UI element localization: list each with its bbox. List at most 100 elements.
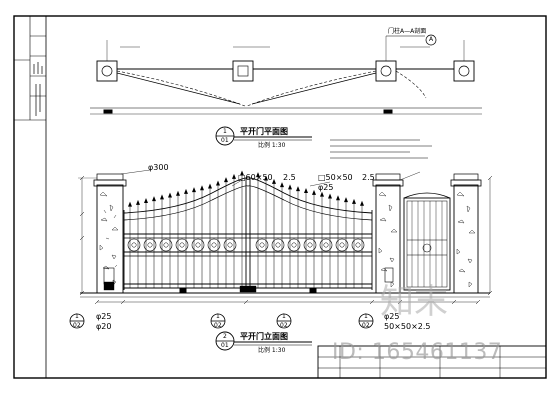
ornament-ring-inner	[163, 242, 169, 248]
callout-mid-a-sheet: 02	[214, 322, 222, 329]
dim-bottom-right-b: 50×50×2.5	[384, 322, 431, 331]
ornament-ring	[223, 238, 237, 252]
title-strip-cells	[14, 35, 46, 97]
callout-left-num: 1	[75, 313, 79, 320]
elevation-title: 平开门立面图	[240, 332, 288, 341]
ornament-ring-inner	[275, 242, 281, 248]
ornament-ring-inner	[355, 242, 361, 248]
picket-spear-tip	[360, 200, 364, 206]
ornament-ring-inner	[323, 242, 329, 248]
pedestrian-gate	[403, 192, 451, 291]
picket-spear-tip	[152, 196, 156, 202]
ornament-ring	[303, 238, 317, 252]
watermark-id: ID: 165461137	[332, 340, 503, 365]
picket-spear-tip	[288, 184, 292, 190]
plan-view	[90, 34, 482, 115]
picket-spear-tip	[200, 185, 204, 191]
picket-spear-tip	[184, 188, 188, 194]
elevation-view	[78, 169, 493, 305]
picket-spear-tip	[232, 173, 236, 179]
callout-mid-a-num: 1	[216, 313, 220, 320]
ornament-ring	[159, 238, 173, 252]
callout-left-sheet: 02	[73, 322, 81, 329]
plan-detail-sheet: 01	[221, 137, 229, 144]
bottom-callouts	[69, 313, 374, 329]
elev-detail-number: 2	[223, 333, 227, 340]
dim-mid-left: □60×50	[238, 173, 273, 182]
picket-spear-tip	[328, 193, 332, 199]
notes-block	[330, 139, 432, 159]
picket-spear-tip	[216, 180, 220, 186]
title-strip-text	[33, 62, 43, 116]
dim-mid-right-gauge: 2.5	[362, 173, 375, 182]
ornament-ring	[335, 238, 349, 252]
ornament-ring-inner	[131, 242, 137, 248]
ornament-ring	[175, 238, 189, 252]
ornament-ring-inner	[291, 242, 297, 248]
ornament-band	[127, 238, 365, 252]
plan-title: 平开门平面图	[240, 127, 288, 136]
callout-mid-b-sheet: 02	[280, 322, 288, 329]
picket-spear-tip	[280, 182, 284, 188]
picket-spear-tip	[208, 183, 212, 189]
ornament-ring-inner	[211, 242, 217, 248]
picket-spear-tip	[168, 192, 172, 198]
picket-spear-tip	[144, 198, 148, 203]
plan-detail-number: 1	[223, 128, 227, 135]
picket-spear-tip	[160, 194, 164, 200]
plan-pillar-right-a	[375, 60, 397, 82]
section-marker-label: A	[429, 36, 434, 43]
plan-pillar-left	[96, 60, 118, 82]
elevation-title-marker	[215, 331, 312, 351]
ornament-ring-inner	[339, 242, 345, 248]
picket-spear-tip	[320, 191, 324, 197]
picket-spear-tip	[264, 175, 268, 181]
plan-pillar-mid	[232, 60, 254, 82]
plan-pillar-right-b	[453, 60, 475, 82]
ornament-ring	[191, 238, 205, 252]
picket-spear-tip	[240, 170, 244, 176]
picket-spear-tip	[304, 188, 308, 193]
ornament-ring-inner	[179, 242, 185, 248]
dim-mid-right: □50×50	[318, 173, 353, 182]
section-label: 门柱A—A剖面	[388, 28, 427, 35]
dim-mid-left-gauge: 2.5	[283, 173, 296, 182]
ornament-ring	[255, 238, 269, 252]
ornament-ring	[351, 238, 365, 252]
picket-spear-tip	[136, 199, 140, 205]
ornament-ring	[319, 238, 333, 252]
callout-right-sheet: 02	[362, 322, 370, 329]
picket-spear-tip	[352, 198, 356, 204]
ornament-ring-inner	[307, 242, 313, 248]
elevation-pillar-left	[93, 173, 127, 294]
ornament-ring-inner	[195, 242, 201, 248]
ornament-ring	[287, 238, 301, 252]
elevation-pillar-far-right	[450, 173, 482, 294]
callout-mid-b-num: 1	[282, 313, 286, 320]
title-block	[317, 345, 547, 379]
picket-spear-tip	[336, 195, 340, 201]
plan-scale: 比例 1:30	[258, 142, 286, 149]
elevation-pillar-right	[372, 173, 404, 294]
picket-spear-tip	[176, 190, 180, 196]
elev-detail-sheet: 01	[221, 342, 229, 349]
dim-bottom-right-a: φ25	[384, 312, 400, 321]
ornament-ring	[271, 238, 285, 252]
gate-pickets	[128, 170, 364, 288]
picket-spear-tip	[256, 172, 260, 178]
section-marker	[425, 34, 437, 46]
picket-spear-tip	[344, 197, 348, 203]
picket-spear-tip	[128, 201, 132, 207]
dim-top-left: φ300	[148, 163, 169, 172]
picket-spear-tip	[192, 187, 196, 193]
ornament-ring-inner	[259, 242, 265, 248]
ornament-ring-inner	[227, 242, 233, 248]
ornament-ring	[143, 238, 157, 252]
dim-bottom-left-a: φ25	[96, 312, 112, 321]
plan-title-marker	[215, 126, 312, 146]
callout-right-num: 1	[364, 313, 368, 320]
ornament-ring-inner	[147, 242, 153, 248]
picket-spear-tip	[312, 189, 316, 195]
picket-spear-tip	[296, 186, 300, 192]
